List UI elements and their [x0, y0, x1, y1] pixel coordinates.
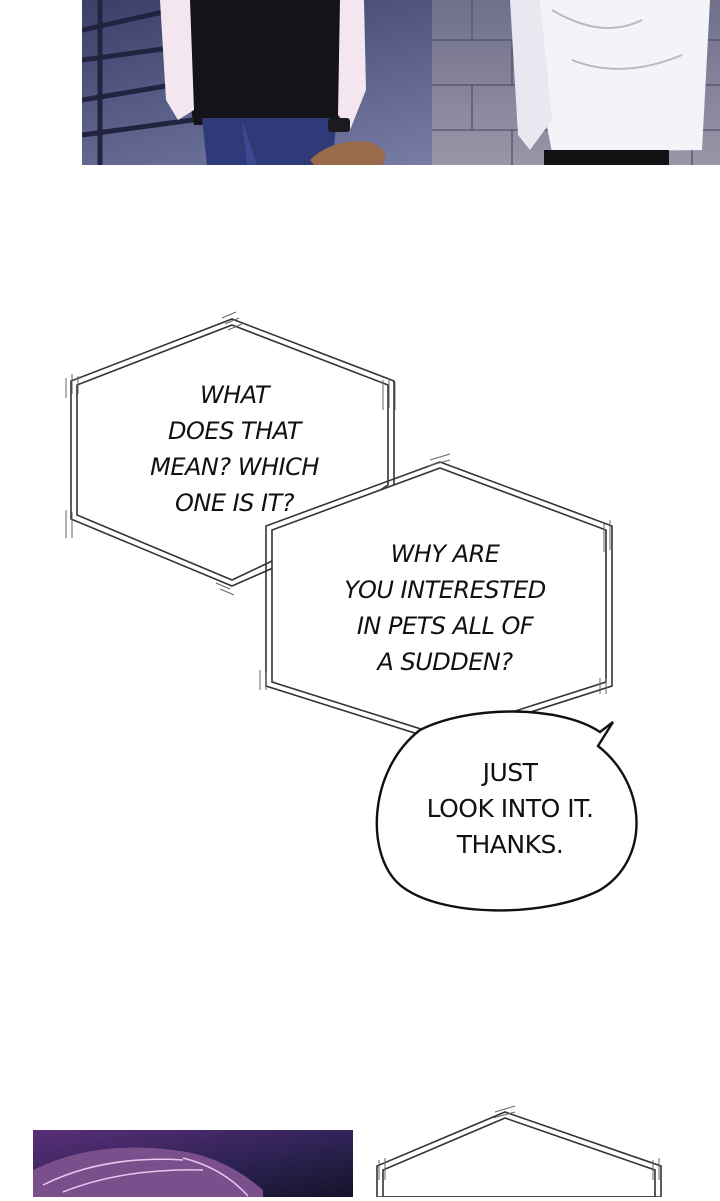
speech-bubble-outline	[375, 710, 638, 912]
speech-bubble-look-into-it-text: JUST LOOK INTO IT. THANKS.	[426, 758, 594, 859]
top-panel-illustration	[82, 0, 720, 165]
speech-bubble-area: WHAT DOES THAT MEAN? WHICH ONE IS IT? WH…	[0, 300, 720, 940]
thought-bubble-partial-outline	[355, 1100, 720, 1198]
bottom-panel-illustration	[33, 1130, 353, 1197]
thought-bubble-why-pets-text: WHY ARE YOU INTERESTED IN PETS ALL OF A …	[344, 540, 546, 676]
thought-bubble-which-one-text: WHAT DOES THAT MEAN? WHICH ONE IS IT?	[150, 381, 319, 517]
